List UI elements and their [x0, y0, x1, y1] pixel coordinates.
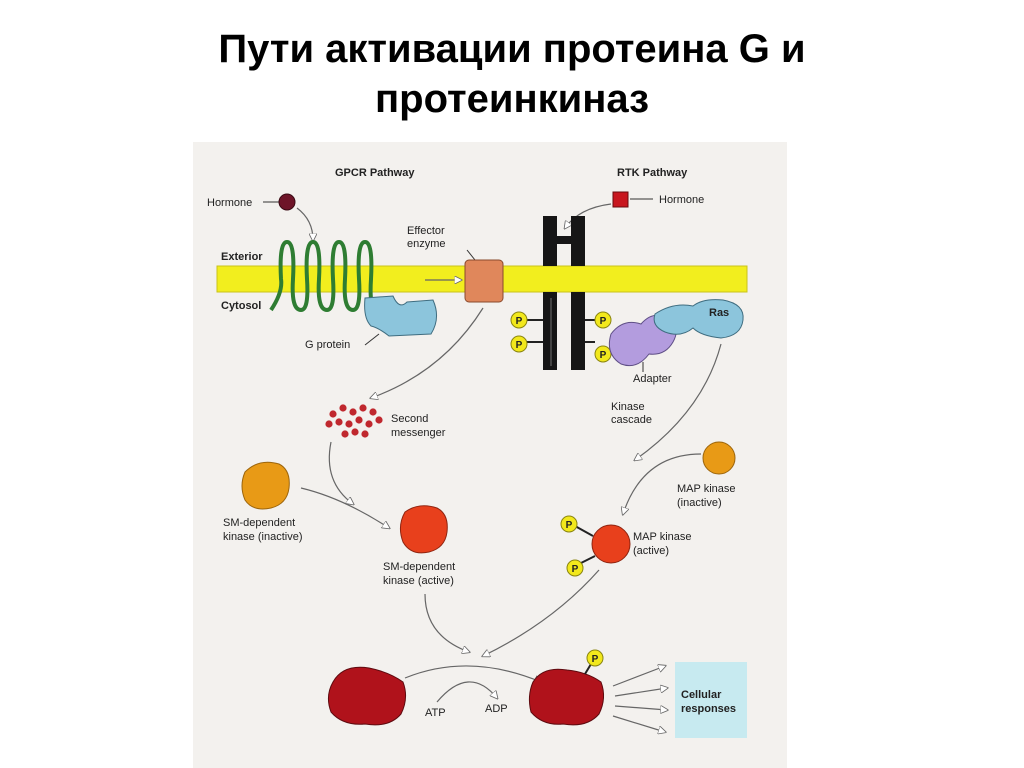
map-kinase-inactive-label-2: (inactive)	[677, 497, 722, 509]
response-arrow	[612, 666, 665, 687]
cellular-responses-label-1: Cellular	[681, 689, 722, 701]
effector-leader	[466, 249, 476, 261]
phosphate-icon	[586, 649, 604, 667]
sm-kinase-active	[399, 505, 448, 554]
effector-enzyme-label-1: Effector	[407, 225, 445, 237]
rtk-receptor-bar	[550, 236, 578, 244]
map-kinase-active-label-1: MAP kinase	[633, 531, 692, 543]
sm-kinase-active-label-1: SM-dependent	[383, 561, 455, 573]
ras-label: Ras	[709, 307, 729, 319]
cytosol-label: Cytosol	[221, 300, 261, 312]
effector-enzyme-label-2: enzyme	[407, 238, 446, 250]
sm-inactive-to-active-arrow	[300, 487, 389, 528]
second-messenger-label-2: messenger	[391, 427, 446, 439]
phosphate-bond	[584, 663, 592, 675]
second-messenger-dot	[329, 410, 337, 418]
map-kinase-active-label-2: (active)	[633, 545, 669, 557]
hormone-binding-arrow	[296, 207, 313, 240]
second-messenger-dot	[351, 428, 359, 436]
phosphate-icon	[510, 311, 528, 329]
rtk-phosphates: P P P P	[510, 311, 612, 363]
adapter-label: Adapter	[633, 373, 672, 385]
phosphate-icon	[510, 335, 528, 353]
rtk-pathway-label: RTK Pathway	[617, 167, 688, 179]
kinase-cascade-label-2: cascade	[611, 414, 652, 426]
second-messenger-dot	[359, 404, 367, 412]
rtk-receptor	[543, 216, 585, 370]
hormone-left-molecule	[278, 193, 296, 211]
phosphate-icon	[566, 559, 584, 577]
phosphate-label: P	[600, 316, 607, 327]
effector-enzyme	[464, 259, 504, 303]
target-protein-unphosphorylated	[327, 666, 407, 726]
sm-kinase-inactive	[241, 461, 290, 510]
sm-kinase-inactive-label-2: kinase (inactive)	[223, 531, 302, 543]
phosphate-label: P	[600, 350, 607, 361]
messenger-to-sm-kinase-arrow	[328, 441, 353, 504]
phosphate-label: P	[572, 564, 579, 575]
map-kinase-inactive-label-1: MAP kinase	[677, 483, 736, 495]
atp-label: ATP	[425, 707, 446, 719]
phosphate-bond	[578, 555, 596, 565]
target-protein-phosphorylated	[528, 668, 605, 726]
second-messenger-dot	[341, 430, 349, 438]
cellular-responses-label-2: responses	[681, 703, 736, 715]
rtk-receptor-bar	[550, 298, 552, 366]
slide-title: Пути активации протеина G и протеинкиназ	[0, 24, 1024, 124]
second-messenger-dot	[335, 418, 343, 426]
atp-to-adp-arrow	[436, 681, 497, 703]
adp-label: ADP	[485, 703, 508, 715]
kinase-cascade-label-1: Kinase	[611, 401, 645, 413]
ras-protein	[653, 299, 744, 339]
gpcr-pathway-label: GPCR Pathway	[335, 167, 415, 179]
rtk-receptor-bar	[571, 292, 585, 370]
hormone-left-label: Hormone	[207, 197, 252, 209]
g-protein-leader	[364, 333, 380, 346]
sm-kinase-to-target-arrow	[424, 593, 469, 652]
second-messenger-dot	[361, 430, 369, 438]
sm-kinase-active-label-2: kinase (active)	[383, 575, 454, 587]
g-protein	[364, 295, 437, 337]
rtk-hormone-binding-arrow	[565, 203, 612, 228]
phosphate-label: P	[592, 654, 599, 665]
gpcr-receptor	[269, 239, 378, 313]
hormone-right-molecule	[612, 191, 629, 208]
slide-title-line-1: Пути активации протеина G и	[218, 27, 806, 71]
response-arrow	[612, 715, 665, 732]
map-kinase-inactive	[702, 441, 736, 475]
hormone-right-label: Hormone	[659, 194, 704, 206]
response-arrow	[614, 688, 667, 697]
phosphate-label: P	[566, 520, 573, 531]
sm-kinase-inactive-label-1: SM-dependent	[223, 517, 295, 529]
phosphorylation-arrow	[404, 665, 541, 682]
g-protein-label: G protein	[305, 339, 350, 351]
second-messenger-dot	[365, 420, 373, 428]
response-arrow	[614, 706, 667, 710]
ras-to-cascade-arrow	[635, 343, 722, 460]
second-messenger-dot	[369, 408, 377, 416]
signaling-pathway-diagram: Exterior Cytosol GPCR Pathway RTK Pathwa…	[193, 142, 787, 768]
phosphate-bond	[574, 525, 594, 537]
phosphate-icon	[594, 311, 612, 329]
slide-title-line-2: протеинкиназ	[374, 77, 649, 121]
phosphate-icon	[560, 515, 578, 533]
second-messenger-dot	[325, 420, 333, 428]
exterior-label: Exterior	[221, 251, 263, 263]
cellular-responses-box	[675, 662, 747, 738]
map-kinase-to-target-arrow	[483, 569, 600, 656]
phosphate-label: P	[516, 340, 523, 351]
second-messenger-dot	[345, 420, 353, 428]
second-messenger-cluster	[325, 404, 383, 438]
second-messenger-dot	[375, 416, 383, 424]
second-messenger-label-1: Second	[391, 413, 428, 425]
map-kinase-active	[591, 524, 631, 564]
phosphate-label: P	[516, 316, 523, 327]
map-inactive-to-active-arrow	[623, 453, 702, 514]
second-messenger-dot	[339, 404, 347, 412]
effector-to-messenger-arrow	[371, 307, 484, 398]
second-messenger-dot	[349, 408, 357, 416]
second-messenger-dot	[355, 416, 363, 424]
